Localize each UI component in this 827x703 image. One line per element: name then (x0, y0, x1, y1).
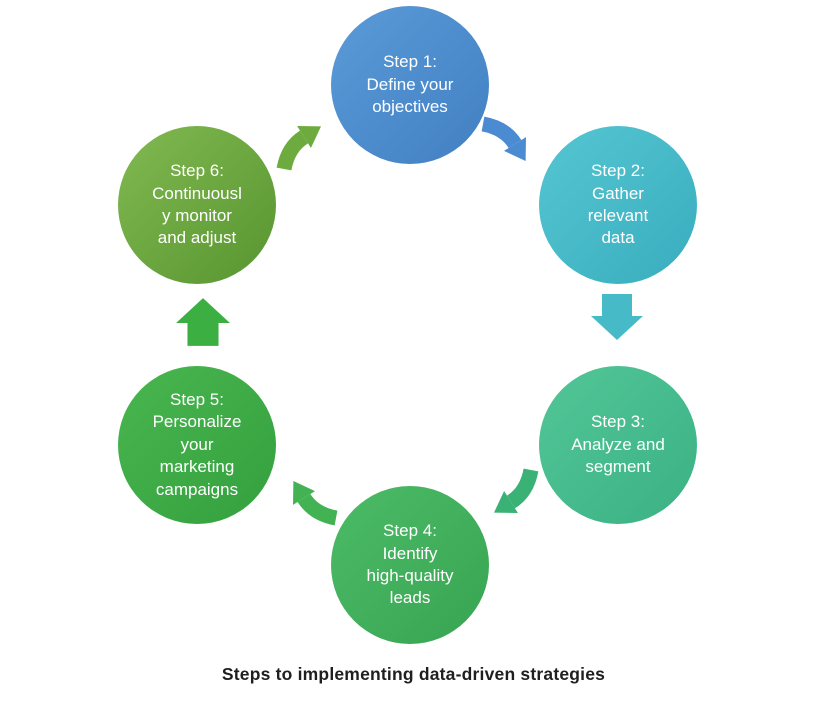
step-1-circle: Step 1: Define your objectives (331, 6, 489, 164)
arrow-step2-to-step3 (589, 292, 645, 342)
bent-down-left-arrow-icon (494, 468, 539, 513)
step-4-label: Step 4: Identify high-quality leads (366, 521, 454, 608)
step-2-circle: Step 2: Gather relevant data (539, 126, 697, 284)
step-5-label: Step 5: Personalize your marketing campa… (152, 389, 242, 499)
step-3-label: Step 3: Analyze and segment (571, 412, 665, 477)
step-6-circle: Step 6: Continuousl y monitor and adjust (118, 126, 276, 284)
arrow-step6-to-step1 (272, 115, 328, 171)
step-3-circle: Step 3: Analyze and segment (539, 366, 697, 524)
up-arrow-icon (176, 298, 230, 346)
arrow-step5-to-step6 (174, 296, 232, 348)
step-5-circle: Step 5: Personalize your marketing campa… (118, 366, 276, 524)
step-6-label: Step 6: Continuousl y monitor and adjust (152, 161, 242, 248)
bent-up-right-arrow-icon (276, 126, 321, 171)
bent-up-left-arrow-icon (293, 481, 338, 526)
bent-down-right-arrow-icon (481, 116, 526, 161)
down-arrow-icon (591, 294, 643, 340)
diagram-title: Steps to implementing data-driven strate… (221, 664, 606, 684)
step-2-label: Step 2: Gather relevant data (587, 161, 649, 248)
arrow-step1-to-step2 (481, 112, 537, 168)
arrow-step4-to-step5 (282, 474, 338, 530)
arrow-step3-to-step4 (487, 468, 543, 524)
step-1-label: Step 1: Define your objectives (366, 52, 454, 117)
step-4-circle: Step 4: Identify high-quality leads (331, 486, 489, 644)
